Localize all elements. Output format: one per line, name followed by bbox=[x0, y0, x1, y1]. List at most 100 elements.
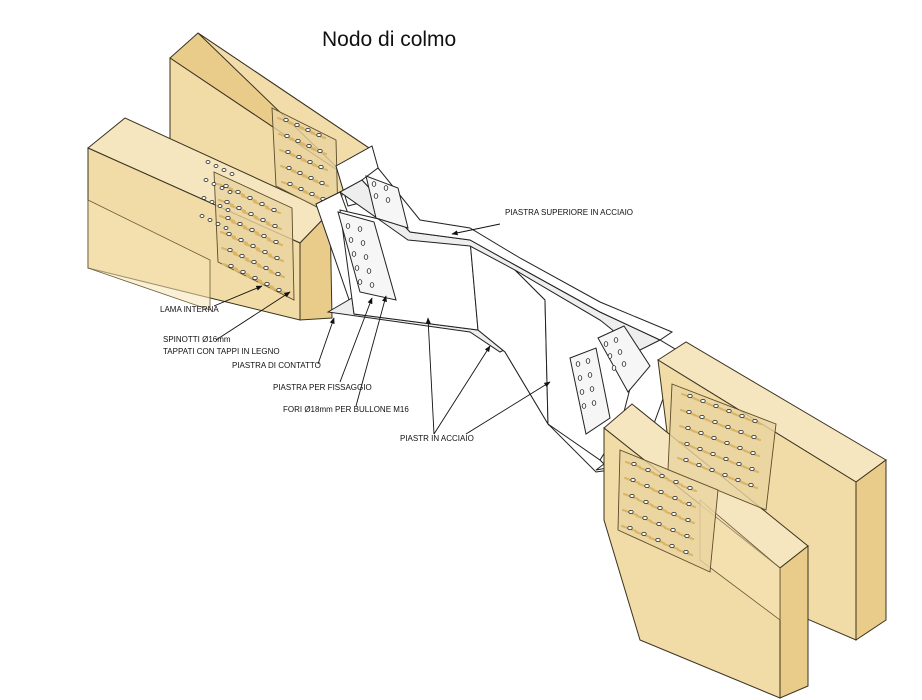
dowel-hole bbox=[643, 499, 649, 504]
bolt-hole bbox=[227, 190, 233, 194]
dowel-hole bbox=[722, 472, 728, 477]
bolt-hole bbox=[366, 268, 372, 274]
dowel-hole bbox=[276, 287, 282, 292]
dowel-hole bbox=[736, 461, 742, 466]
right-dowels bbox=[620, 392, 763, 557]
bolt-hole bbox=[369, 282, 375, 288]
dowel-hole bbox=[318, 164, 324, 169]
dowel-hole bbox=[251, 259, 257, 264]
bolt-hole bbox=[383, 185, 389, 191]
dowel-hole bbox=[709, 467, 715, 472]
dowel-hole bbox=[739, 413, 745, 418]
dowel-hole bbox=[264, 281, 270, 286]
bolt-hole bbox=[223, 226, 229, 230]
dowel-hole bbox=[252, 275, 258, 280]
dowel-hole bbox=[672, 495, 678, 500]
dowel-hole bbox=[673, 479, 679, 484]
dowel-hole bbox=[641, 532, 647, 537]
bolt-hole bbox=[575, 361, 581, 367]
dowel-hole bbox=[735, 477, 741, 482]
dowel-hole bbox=[644, 483, 650, 488]
bolt-hole bbox=[617, 349, 623, 355]
bolt-hole bbox=[213, 164, 219, 168]
dowel-hole bbox=[670, 528, 676, 533]
bolt-hole bbox=[589, 386, 595, 392]
bolt-hole bbox=[229, 172, 235, 176]
bolt-hole bbox=[621, 361, 627, 367]
bolt-holes bbox=[345, 181, 627, 409]
dowel-hole bbox=[699, 414, 705, 419]
bolt-hole bbox=[371, 181, 377, 187]
dowel-hole bbox=[235, 189, 241, 194]
label-piastra-fissaggio: PIASTRA PER FISSAGGIO bbox=[273, 383, 372, 392]
right-fixing-plate-lower bbox=[569, 347, 611, 435]
dowel-hole bbox=[286, 165, 292, 170]
bolt-hole bbox=[587, 372, 593, 378]
dowel-hole bbox=[239, 253, 245, 258]
dowel-hole bbox=[297, 170, 303, 175]
left-dowels bbox=[199, 116, 331, 295]
dowel-hole bbox=[316, 132, 322, 137]
dowel-hole bbox=[683, 550, 689, 555]
label-piastr-acciaio: PIASTR IN ACCIAIO bbox=[400, 434, 474, 443]
dowel-hole bbox=[642, 516, 648, 521]
dowel-hole bbox=[710, 451, 716, 456]
dowel-hole bbox=[683, 457, 689, 462]
dowel-hole bbox=[711, 435, 717, 440]
dowel-hole bbox=[748, 482, 754, 487]
bolt-hole bbox=[225, 208, 231, 212]
dowel-hole bbox=[713, 403, 719, 408]
dowel-hole bbox=[698, 430, 704, 435]
bolt-hole bbox=[603, 341, 609, 347]
dowel-hole bbox=[295, 138, 301, 143]
bolt-hole bbox=[215, 222, 221, 226]
dowel-hole bbox=[275, 271, 281, 276]
bolt-hole bbox=[579, 389, 585, 395]
dowel-hole bbox=[685, 425, 691, 430]
bolt-hole bbox=[611, 365, 617, 371]
dowel-hole bbox=[656, 522, 662, 527]
dowel-hole bbox=[645, 467, 651, 472]
dowel-hole bbox=[737, 445, 743, 450]
label-fori: FORI Ø18mm PER BULLONE M16 bbox=[283, 405, 409, 414]
dowel-hole bbox=[227, 247, 233, 252]
bolt-hole bbox=[577, 375, 583, 381]
bolt-hole bbox=[373, 193, 379, 199]
dowel-hole bbox=[628, 509, 634, 514]
bolt-hole bbox=[354, 265, 360, 271]
bolt-hole bbox=[385, 197, 391, 203]
dowel-hole bbox=[723, 456, 729, 461]
dowel-hole bbox=[724, 440, 730, 445]
bolt-hole bbox=[357, 226, 363, 232]
bolt-hole bbox=[607, 353, 613, 359]
dowel-hole bbox=[627, 526, 633, 531]
dowel-hole bbox=[726, 408, 732, 413]
bolt-hole bbox=[345, 223, 351, 229]
dowel-hole bbox=[631, 461, 637, 466]
dowel-hole bbox=[749, 466, 755, 471]
dowel-hole bbox=[294, 123, 300, 128]
dowel-hole bbox=[750, 450, 756, 455]
dowel-hole bbox=[309, 191, 315, 196]
dowel-hole bbox=[685, 518, 691, 523]
bolt-hole bbox=[357, 279, 363, 285]
dowel-hole bbox=[687, 393, 693, 398]
dowel-hole bbox=[287, 181, 293, 186]
bolt-hole bbox=[591, 400, 597, 406]
dowel-hole bbox=[298, 186, 304, 191]
dowel-hole bbox=[669, 544, 675, 549]
dowel-hole bbox=[273, 239, 279, 244]
drawing-title: Nodo di colmo bbox=[322, 28, 457, 51]
bolt-hole bbox=[211, 182, 217, 186]
dowel-hole bbox=[259, 201, 265, 206]
bolt-hole bbox=[219, 186, 225, 190]
dowel-hole bbox=[238, 237, 244, 242]
label-spinotti-line2: TAPPATI CON TAPPI IN LEGNO bbox=[163, 347, 280, 356]
right-fixing-plate-upper bbox=[597, 325, 651, 393]
dowel-hole bbox=[725, 424, 731, 429]
dowel-hole bbox=[751, 434, 757, 439]
dowel-hole bbox=[317, 148, 323, 153]
bolt-hole bbox=[207, 218, 213, 222]
dowel-hole bbox=[629, 493, 635, 498]
